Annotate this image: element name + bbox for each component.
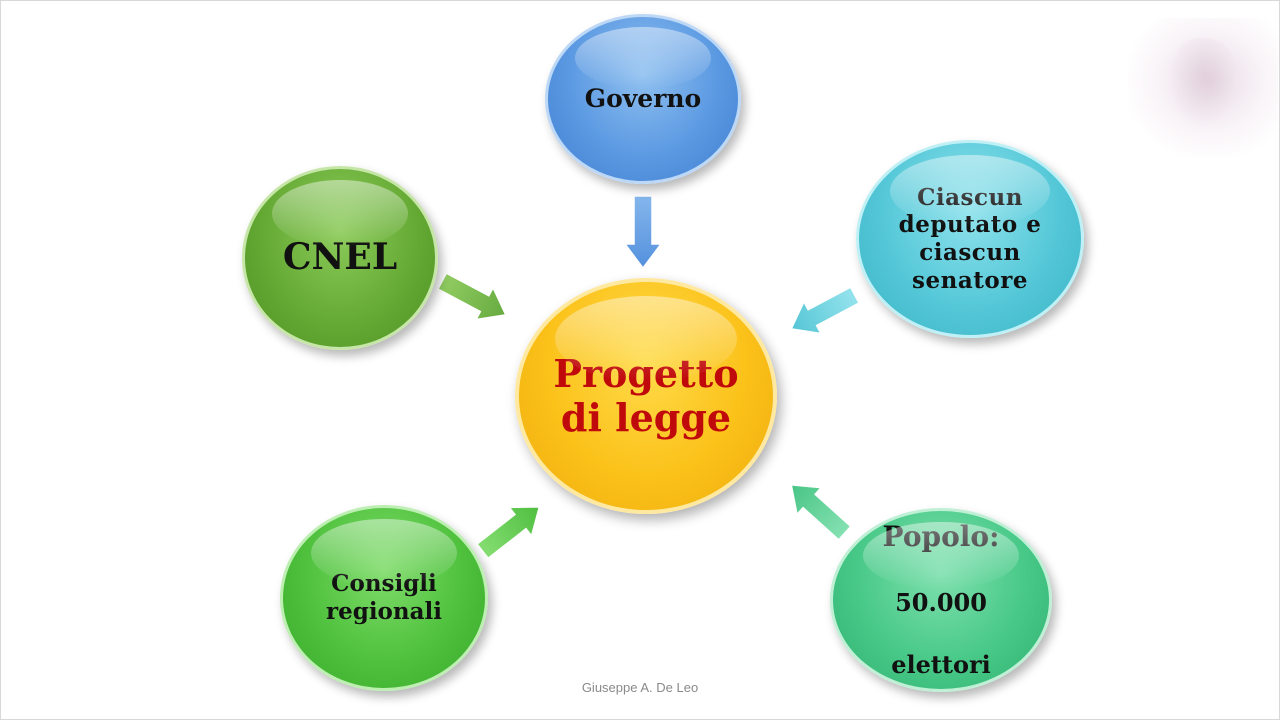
node-deputato-label: Ciascun deputato e ciascun senatore <box>898 183 1042 294</box>
node-cnel-label: CNEL <box>282 236 398 279</box>
node-popolo: Popolo: 50.000 elettori <box>830 508 1052 692</box>
node-cnel: CNEL <box>242 166 438 350</box>
node-popolo-line2: 50.000 <box>895 588 987 618</box>
arrow-down-right-icon <box>436 272 507 321</box>
node-popolo-label: Popolo: 50.000 elettori <box>883 488 1000 712</box>
arrow-up-right-icon <box>476 506 541 560</box>
arrow-up-left-icon <box>790 484 852 541</box>
node-governo-label: Governo <box>584 84 702 113</box>
node-progetto-label: Progetto di legge <box>553 352 738 439</box>
node-governo: Governo <box>545 14 741 184</box>
node-consigli-label: Consigli regionali <box>325 570 442 625</box>
node-progetto-line2: di legge <box>560 395 732 440</box>
node-popolo-line3: elettori <box>891 650 991 680</box>
node-progetto-line1: Progetto <box>553 351 739 397</box>
arrow-down-left-icon <box>790 286 861 335</box>
footer-author: Giuseppe A. De Leo <box>581 680 699 695</box>
arrow-down-icon <box>623 195 663 270</box>
node-consigli-regionali: Consigli regionali <box>280 505 488 691</box>
node-deputato-senatore: Ciascun deputato e ciascun senatore <box>856 140 1084 338</box>
node-progetto-di-legge: Progetto di legge <box>515 278 777 514</box>
faded-portrait-image <box>1128 18 1278 158</box>
node-popolo-line1: Popolo: <box>882 520 1000 554</box>
portrait-face <box>1168 38 1238 128</box>
